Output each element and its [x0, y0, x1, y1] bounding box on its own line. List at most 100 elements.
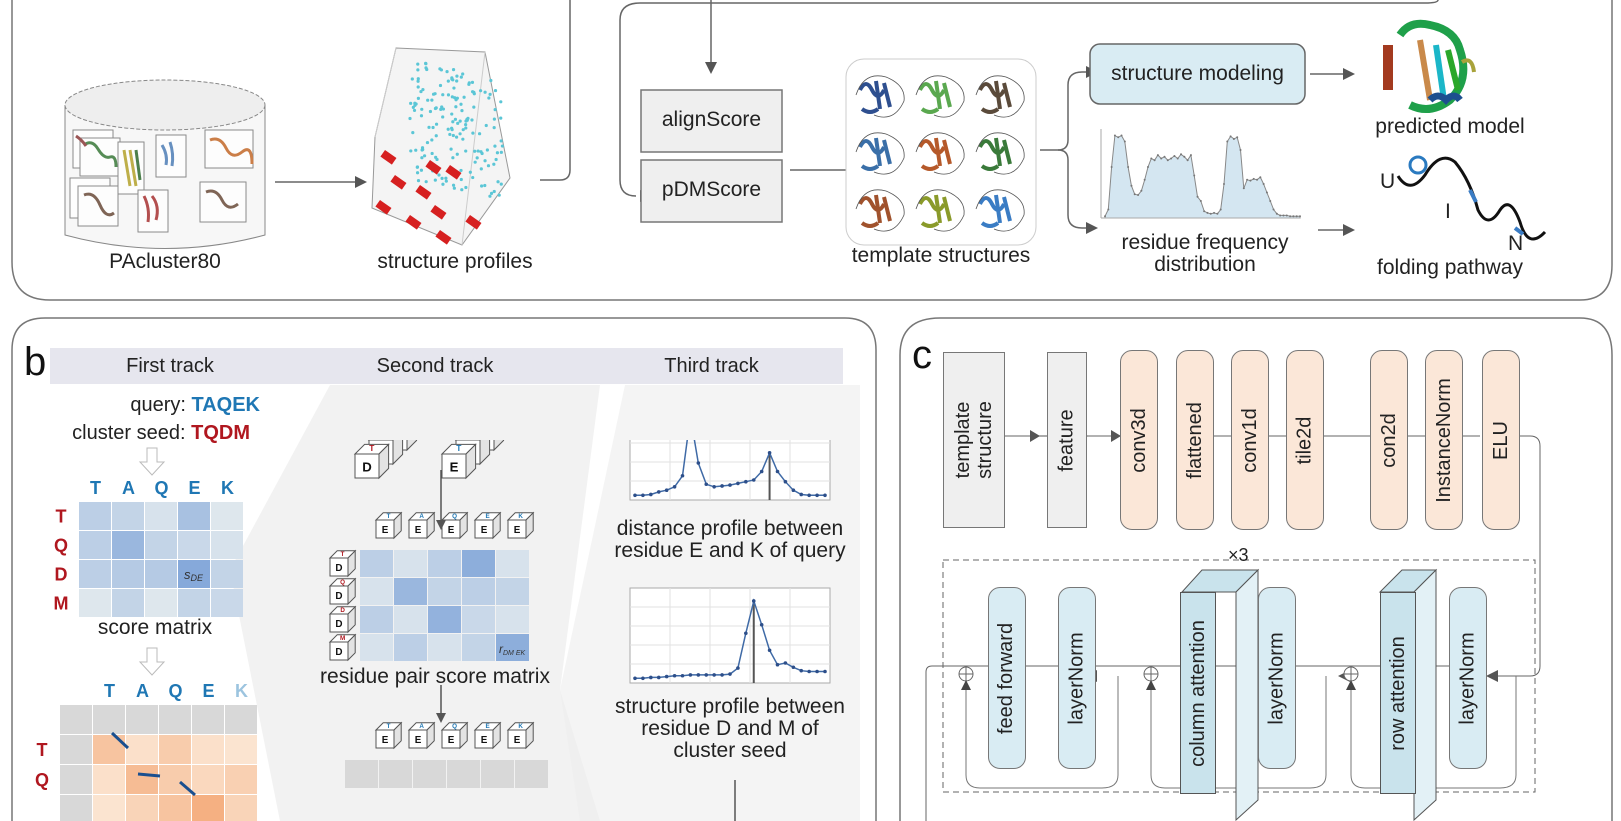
seed-residue-label: Q: [35, 770, 49, 790]
pair-score-cell: [394, 606, 427, 633]
seed-residue-label: D: [55, 565, 68, 585]
first-track-header: First track: [50, 348, 290, 384]
score-cell: [145, 531, 177, 559]
profile-point: [430, 151, 434, 156]
brace-upper: [1040, 71, 1088, 151]
profile-point: [728, 672, 732, 676]
cube-side: [479, 440, 491, 466]
cube-top-letter: T: [456, 443, 462, 453]
protein-loop: [975, 75, 1025, 118]
frequency-point: [1252, 177, 1255, 180]
profile-point: [475, 156, 479, 160]
seed-label: cluster seed:: [72, 422, 186, 444]
distance-profile-chart: [629, 440, 831, 501]
frequency-point: [1232, 137, 1235, 140]
distance-profile-label-line1: distance profile between: [616, 517, 844, 540]
profile-point: [712, 673, 716, 677]
score-cell: [178, 502, 210, 530]
pdmscore-label: pDMScore: [661, 178, 762, 201]
pair-score-cell: [360, 606, 393, 633]
pair-score-cell: [462, 578, 495, 605]
protein-loop: [975, 132, 1025, 175]
profile-point: [410, 77, 414, 81]
profile-point: [444, 179, 448, 183]
profile-point: [641, 493, 645, 498]
cube-face: [329, 557, 349, 577]
profile-contact: [415, 184, 432, 200]
frequency-point: [1239, 149, 1242, 151]
profile-point: [446, 79, 450, 83]
panel-c-frame: [899, 317, 1613, 821]
layer-instancenorm: InstanceNorm: [1425, 350, 1463, 530]
cube-top-letter: K: [518, 723, 523, 730]
alignment-cell: [192, 795, 224, 821]
gap-cell: [159, 705, 191, 734]
profile-point: [413, 101, 417, 105]
profile-point: [479, 150, 483, 154]
profile-contact: [390, 174, 407, 190]
layer-row-attention: row attention: [1380, 592, 1416, 794]
frequency-point: [1206, 211, 1209, 214]
frequency-point: [1256, 178, 1259, 181]
profile-point: [791, 665, 796, 670]
profile-point: [462, 95, 466, 99]
profile-point: [448, 132, 452, 137]
alignment-cell: [192, 765, 224, 794]
score-cell: [112, 589, 144, 617]
frequency-point: [1120, 134, 1123, 137]
structure-profile-label-line3: cluster seed: [673, 739, 787, 762]
cube-face: [329, 613, 349, 633]
arrowhead: [1030, 430, 1040, 442]
gap-cell: [447, 760, 480, 788]
profile-point: [751, 599, 756, 603]
cube-top-letter: T: [369, 443, 375, 453]
profile-point: [807, 669, 811, 674]
profile-point: [823, 493, 827, 498]
profile-point: [439, 107, 443, 111]
arrowhead: [1343, 224, 1355, 236]
state-native: N: [1508, 232, 1524, 255]
score-cell: [79, 502, 111, 530]
frequency-point: [1104, 215, 1106, 218]
profile-point: [454, 135, 459, 139]
frequency-point: [1289, 215, 1292, 218]
profile-point: [461, 72, 465, 76]
profile-point: [499, 182, 503, 186]
score-cell: [79, 531, 111, 559]
profile-point: [499, 139, 503, 143]
pair-score-cell: [462, 606, 495, 633]
profile-point: [468, 170, 472, 174]
cube-top-letter: T: [341, 551, 345, 558]
profile-point: [458, 119, 462, 123]
gap-cell: [60, 795, 92, 821]
profile-point: [680, 673, 685, 678]
profile-point: [633, 676, 637, 681]
profile-point: [496, 180, 500, 184]
cube-face-letter: E: [514, 735, 521, 746]
profile-point: [467, 82, 471, 86]
layer-layernorm-2: layerNorm: [1258, 587, 1296, 769]
down-arrow-icon: [138, 447, 166, 476]
folding-pathway-curve: [1396, 155, 1547, 241]
alignment-cell: [225, 765, 257, 794]
alignment-cell: [93, 795, 125, 821]
arrowhead: [961, 680, 971, 690]
profile-point: [477, 132, 482, 136]
query-label: query:: [130, 394, 186, 416]
pair-matrix-label: residue pair score matrix: [320, 665, 550, 688]
score-cell: [145, 589, 177, 617]
template-structure-block: template structure: [943, 352, 1005, 528]
structure-profile-3d-plot: [371, 47, 511, 246]
frequency-point: [1143, 178, 1146, 181]
brace-lower: [1057, 149, 1088, 229]
query-residue-label: E: [188, 478, 200, 498]
frequency-point: [1153, 159, 1156, 162]
profile-point: [492, 126, 496, 130]
profile-point: [451, 120, 455, 124]
profile-point: [455, 74, 459, 78]
profile-point: [473, 149, 477, 153]
profile-point: [704, 482, 709, 487]
profile-point: [476, 149, 480, 153]
panel-c-border: [899, 317, 1613, 821]
panel-b-letter: b: [24, 340, 47, 384]
